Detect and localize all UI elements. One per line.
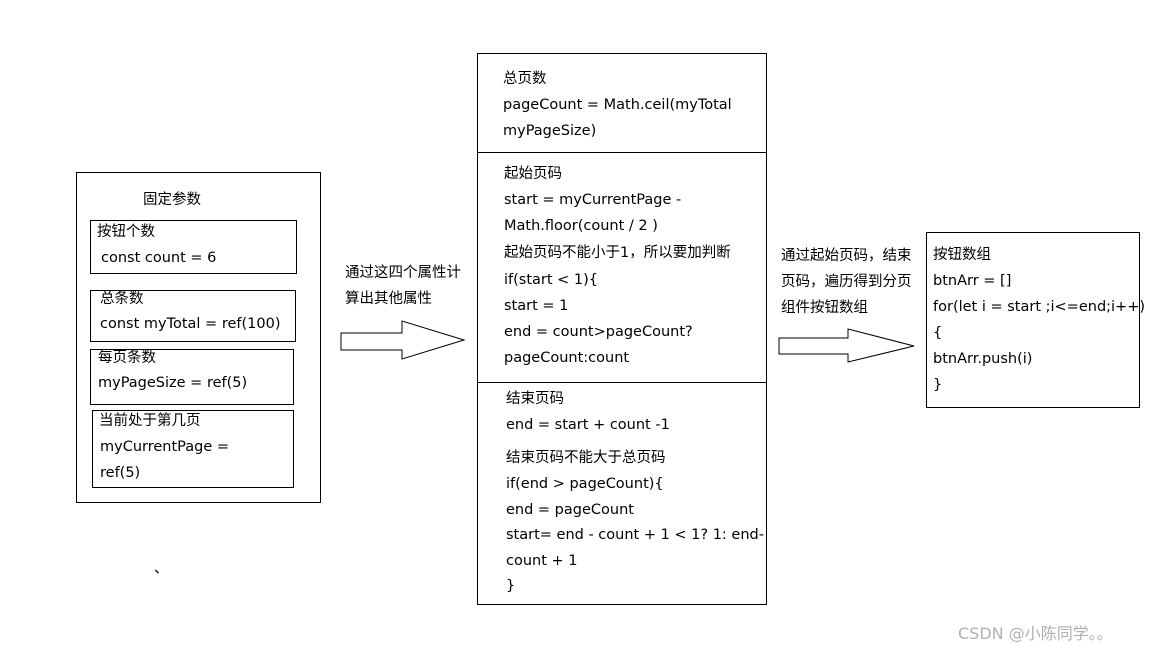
- current-page-code-line: myCurrentPage =: [100, 439, 230, 455]
- page-count-title: 总页数: [503, 71, 547, 87]
- button-array-line: {: [933, 325, 943, 341]
- button-array-box: 按钮数组 btnArr = [] for(let i = start ;i<=e…: [926, 232, 1145, 408]
- csdn-watermark: CSDN @小陈同学。。: [958, 624, 1113, 643]
- button-array-line: }: [933, 377, 943, 393]
- current-page-label: 当前处于第几页: [99, 413, 201, 429]
- arrow1-caption-line: 算出其他属性: [345, 291, 432, 307]
- fixed-params-title: 固定参数: [143, 192, 201, 208]
- section-divider: [478, 382, 766, 383]
- start-page-line: end = count>pageCount?: [504, 324, 693, 340]
- button-count-box: 按钮个数 const count = 6: [90, 220, 297, 274]
- page-size-box: 每页条数 myPageSize = ref(5): [90, 349, 294, 405]
- end-page-line: start= end - count + 1 < 1? 1: end-: [506, 527, 764, 543]
- start-page-line: if(start < 1){: [504, 272, 599, 288]
- end-page-line: end = pageCount: [506, 502, 634, 518]
- arrow1-caption-line: 通过这四个属性计: [345, 265, 461, 281]
- fixed-params-box: 固定参数 按钮个数 const count = 6 总条数 const myTo…: [76, 172, 321, 503]
- start-page-line: start = myCurrentPage -: [504, 192, 682, 208]
- end-page-line: count + 1: [506, 553, 578, 569]
- stray-mark: 、: [154, 561, 169, 577]
- total-box: 总条数 const myTotal = ref(100): [90, 290, 296, 342]
- right-arrow-icon: [778, 328, 915, 363]
- page-count-line: myPageSize): [503, 123, 597, 139]
- current-page-code-line: ref(5): [100, 465, 141, 481]
- start-page-title: 起始页码: [504, 166, 562, 182]
- total-label: 总条数: [100, 291, 144, 307]
- page-count-line: pageCount = Math.ceil(myTotal: [503, 97, 732, 113]
- button-array-line: btnArr.push(i): [933, 351, 1033, 367]
- end-page-line: }: [506, 578, 516, 594]
- arrow2-caption-line: 组件按钮数组: [781, 300, 868, 316]
- computed-box: 总页数 pageCount = Math.ceil(myTotal myPage…: [477, 53, 767, 605]
- arrow2-caption-line: 页码，遍历得到分页: [781, 274, 912, 290]
- start-page-line: 起始页码不能小于1，所以要加判断: [504, 245, 731, 261]
- arrow2-caption-line: 通过起始页码，结束: [781, 248, 912, 264]
- button-count-label: 按钮个数: [97, 224, 155, 240]
- start-page-line: Math.floor(count / 2 ): [504, 218, 658, 234]
- end-page-title: 结束页码: [506, 391, 564, 407]
- button-count-code: const count = 6: [101, 250, 217, 266]
- section-divider: [478, 152, 766, 153]
- start-page-line: start = 1: [504, 298, 569, 314]
- button-array-line: for(let i = start ;i<=end;i++): [933, 299, 1146, 315]
- current-page-box: 当前处于第几页 myCurrentPage = ref(5): [92, 410, 294, 488]
- page-size-label: 每页条数: [98, 350, 156, 366]
- button-array-title: 按钮数组: [933, 247, 991, 263]
- end-page-line: if(end > pageCount){: [506, 476, 664, 492]
- end-page-note: 结束页码不能大于总页码: [506, 450, 666, 466]
- total-code: const myTotal = ref(100): [100, 316, 281, 332]
- page-size-code: myPageSize = ref(5): [98, 375, 248, 391]
- end-page-line: end = start + count -1: [506, 417, 670, 433]
- start-page-line: pageCount:count: [504, 350, 630, 366]
- button-array-line: btnArr = []: [933, 273, 1012, 289]
- right-arrow-icon: [340, 320, 466, 360]
